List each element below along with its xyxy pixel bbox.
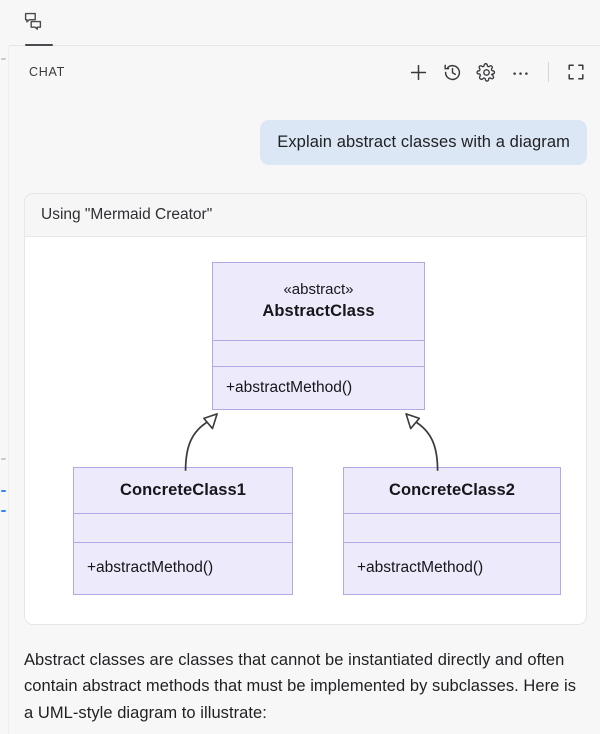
ruler-mark-highlight xyxy=(1,510,6,512)
uml-class-diagram: «abstract» AbstractClass +abstractMethod… xyxy=(25,237,586,624)
tool-output-card: Using "Mermaid Creator" «abstract» Abstr… xyxy=(24,192,587,625)
tab-chat[interactable] xyxy=(15,0,53,46)
inheritance-arrow-concreteclass1 xyxy=(184,412,218,471)
user-message-bubble: Explain abstract classes with a diagram xyxy=(260,120,587,165)
chat-bubbles-icon xyxy=(23,11,43,36)
uml-class-abstractclass: «abstract» AbstractClass +abstractMethod… xyxy=(212,261,425,410)
uml-attributes-compartment xyxy=(344,514,560,543)
active-tab-indicator xyxy=(25,44,53,46)
uml-stereotype: «abstract» xyxy=(283,280,354,298)
uml-class-name: ConcreteClass2 xyxy=(388,480,516,499)
chat-header: CHAT xyxy=(9,46,600,98)
uml-class-concreteclass1: ConcreteClass1 +abstractMethod() xyxy=(73,466,293,595)
uml-class-name: ConcreteClass1 xyxy=(119,480,247,499)
uml-class-header: ConcreteClass2 xyxy=(344,468,560,514)
uml-attributes-compartment xyxy=(213,341,424,367)
uml-methods-compartment: +abstractMethod() xyxy=(87,559,214,577)
header-actions xyxy=(408,62,586,83)
uml-class-header: «abstract» AbstractClass xyxy=(213,263,424,341)
ellipsis-icon[interactable] xyxy=(510,62,531,83)
inheritance-arrow-concreteclass2 xyxy=(405,412,439,471)
uml-class-name: AbstractClass xyxy=(262,302,375,321)
panel-title: CHAT xyxy=(29,65,65,79)
overview-ruler[interactable] xyxy=(0,46,9,734)
uml-methods-compartment: +abstractMethod() xyxy=(357,559,484,577)
expand-icon[interactable] xyxy=(566,62,586,82)
ruler-mark xyxy=(1,58,6,60)
uml-class-header: ConcreteClass1 xyxy=(74,468,292,514)
uml-class-concreteclass2: ConcreteClass2 +abstractMethod() xyxy=(343,466,561,595)
uml-methods-compartment: +abstractMethod() xyxy=(226,378,353,396)
user-message-row: Explain abstract classes with a diagram xyxy=(9,98,600,165)
tool-card-body: «abstract» AbstractClass +abstractMethod… xyxy=(25,236,586,624)
plus-icon[interactable] xyxy=(408,62,429,83)
conversation-area: Explain abstract classes with a diagram … xyxy=(9,98,600,734)
history-clock-icon[interactable] xyxy=(442,62,463,83)
ruler-mark xyxy=(1,458,6,460)
uml-attributes-compartment xyxy=(74,514,292,543)
tool-card-title: Using "Mermaid Creator" xyxy=(25,193,586,237)
ruler-mark-highlight xyxy=(1,490,6,492)
toolbar-divider xyxy=(548,62,549,82)
tab-strip xyxy=(9,0,600,46)
assistant-answer-text: Abstract classes are classes that cannot… xyxy=(24,650,577,723)
gear-icon[interactable] xyxy=(476,62,497,83)
